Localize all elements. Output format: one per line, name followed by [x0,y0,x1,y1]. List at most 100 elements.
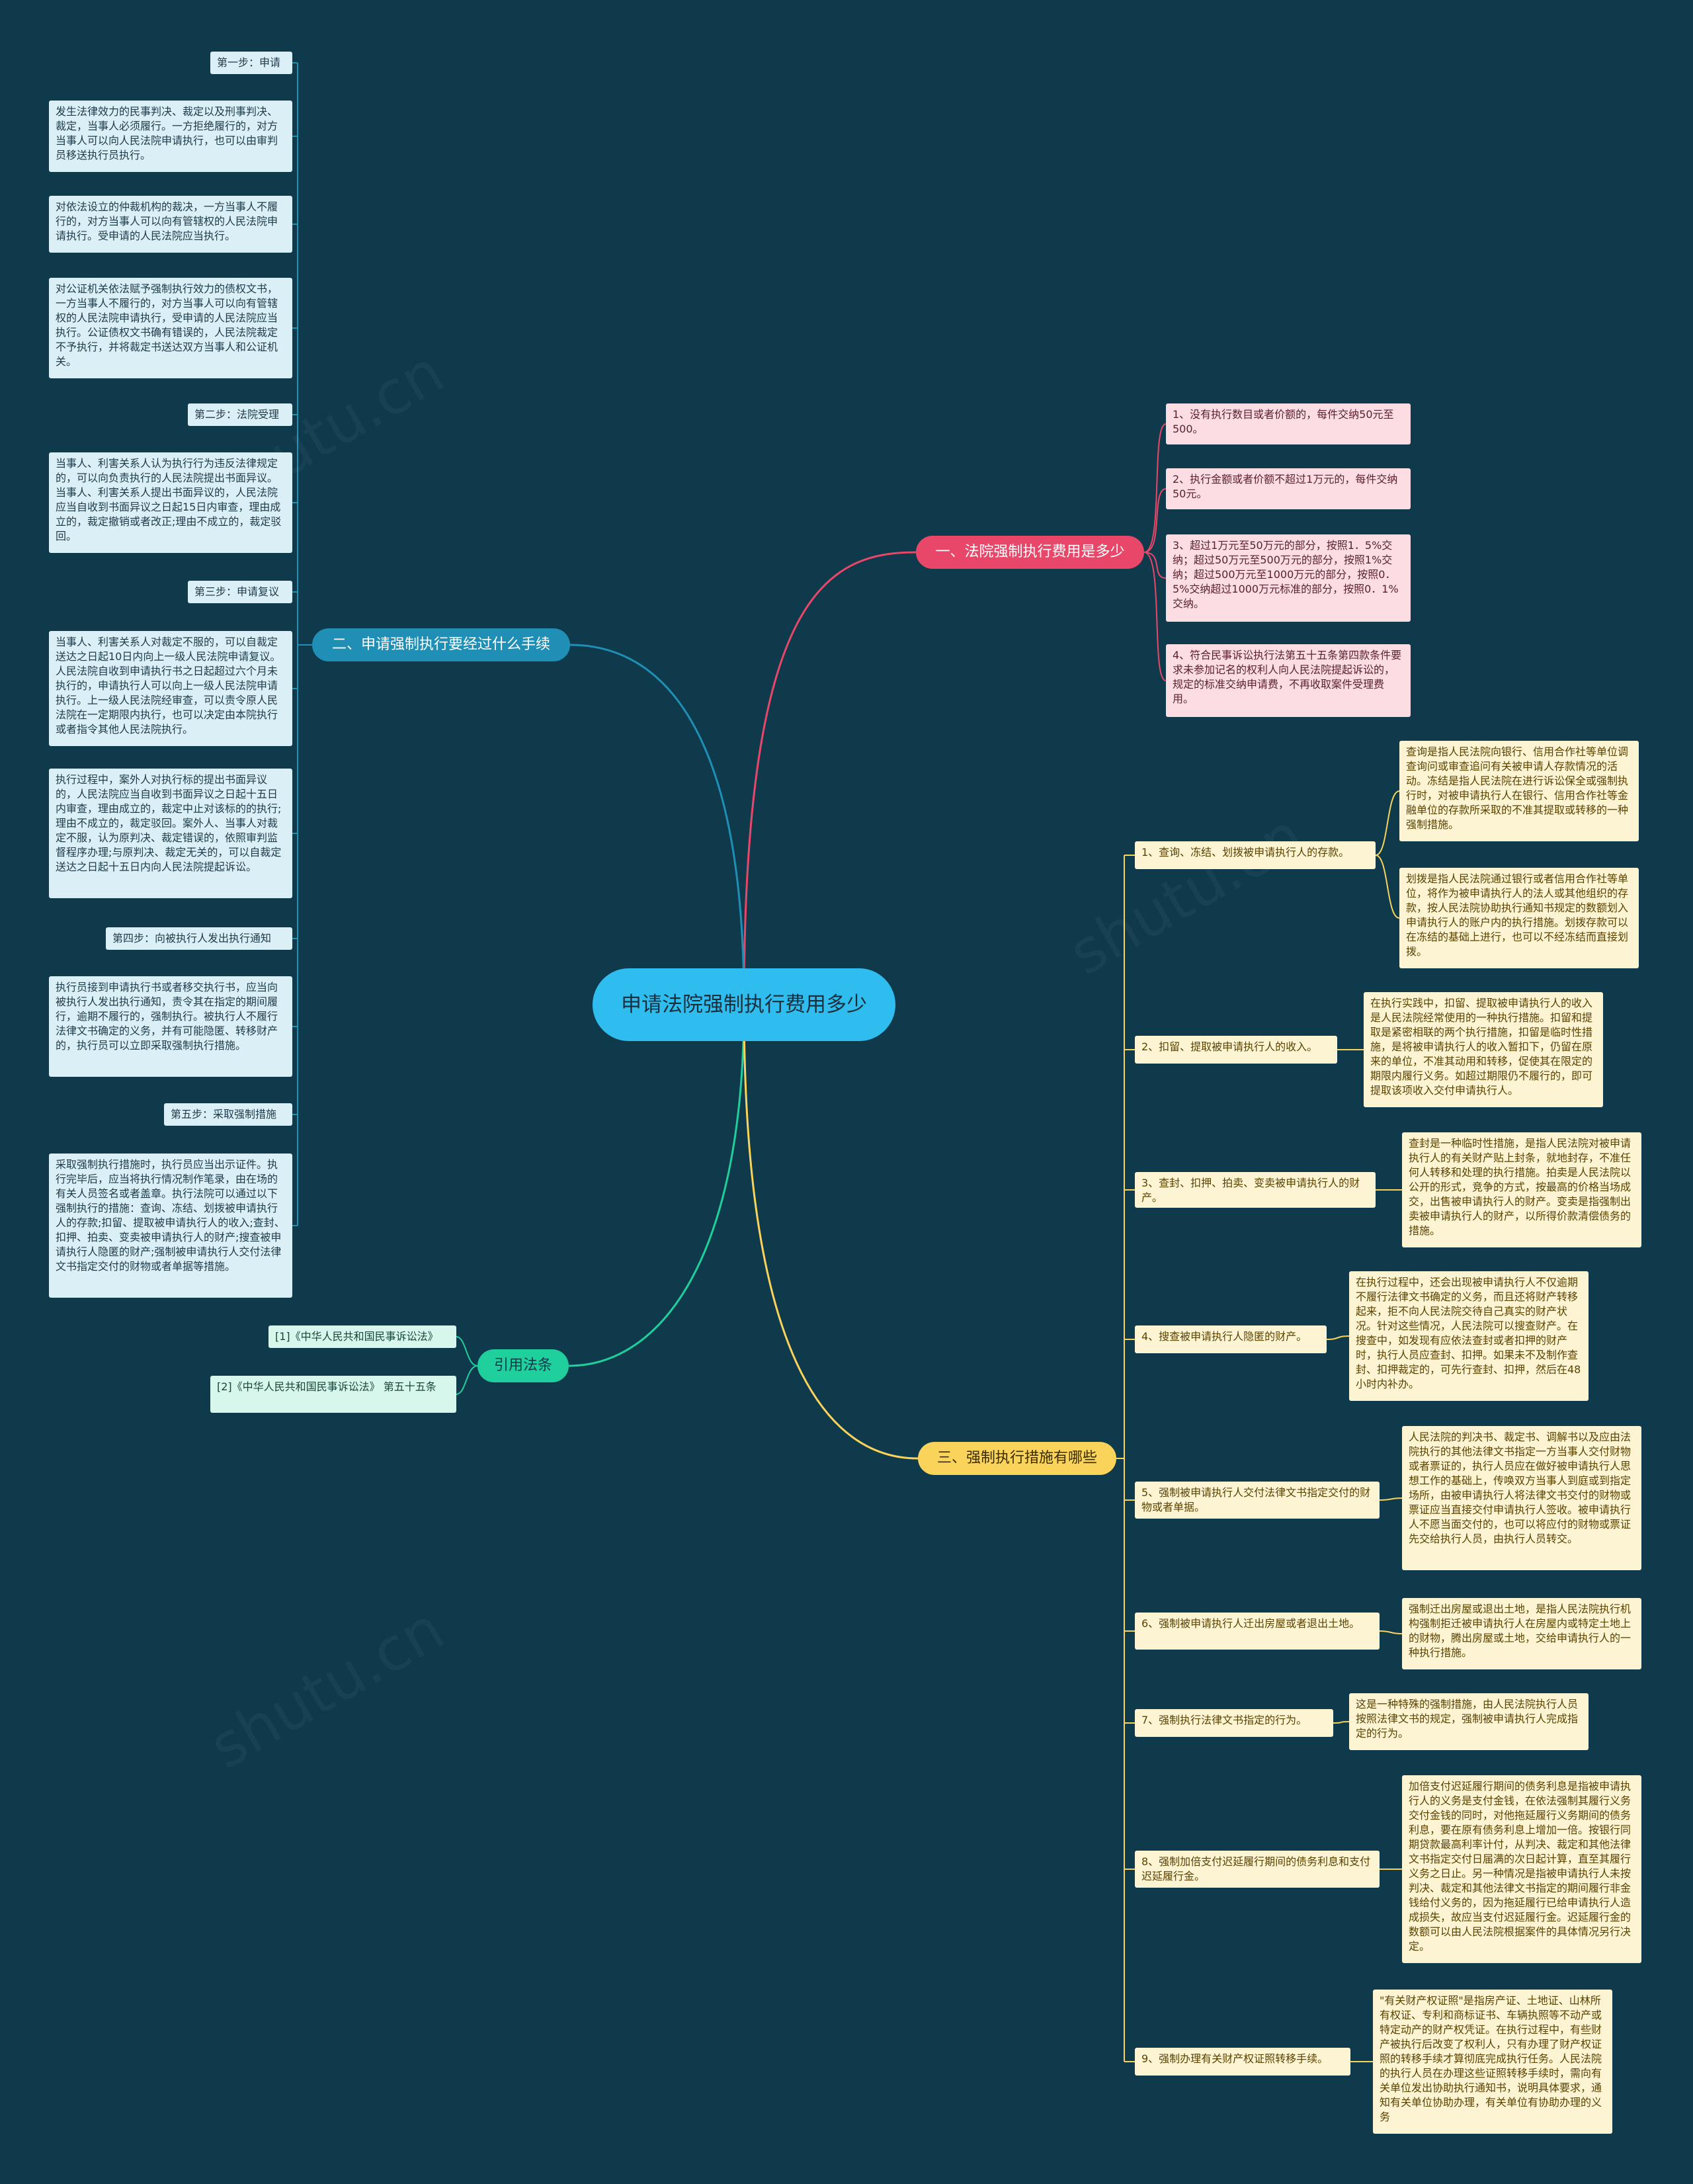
connector-line [1143,423,1167,553]
procedure-detail[interactable]: 对依法设立的仲裁机构的裁决，一方当事人不履行的，对方当事人可以向有管辖权的人民法… [49,196,292,253]
fee-item-text: 1、没有执行数目或者价额的，每件交纳50元至500。 [1173,408,1394,435]
connector-line [1379,1497,1403,1501]
procedure-detail[interactable]: 当事人、利害关系人对裁定不服的，可以自裁定送达之日起10日内向上一级人民法院申请… [49,631,292,746]
measure-label[interactable]: 8、强制加倍支付迟延履行期间的债务利息和支付迟延履行金。 [1135,1851,1380,1888]
measure-detail[interactable]: 这是一种特殊的强制措施，由人民法院执行人员按照法律文书的规定，强制被申请执行人完… [1349,1693,1589,1750]
measure-label-text: 1、查询、冻结、划拨被申请执行人的存款。 [1141,846,1350,859]
connector-line [1375,790,1400,856]
procedure-detail-text: 对公证机关依法赋予强制执行效力的债权文书，一方当事人不履行的，对方当事人可以向有… [56,282,278,368]
fee-item-text: 2、执行金额或者价额不超过1万元的，每件交纳50元。 [1173,473,1398,500]
connector-line [1375,855,1400,919]
central-topic[interactable]: 申请法院强制执行费用多少 [593,968,895,1041]
measure-label[interactable]: 7、强制执行法律文书指定的行为。 [1135,1709,1333,1737]
measure-label[interactable]: 1、查询、冻结、划拨被申请执行人的存款。 [1135,841,1376,869]
procedure-step-text: 第四步：向被执行人发出执行通知 [112,932,272,945]
connector-line [743,1004,919,1460]
fee-item[interactable]: 4、符合民事诉讼执行法第五十五条第四款条件要求未参加记名的权利人向人民法院提起诉… [1166,644,1411,717]
measure-detail-text: 查封是一种临时性措施，是指人民法院对被申请执行人的有关财产贴上封条，就地封存，不… [1409,1137,1631,1237]
procedure-step-label[interactable]: 第三步：申请复议 [188,581,292,603]
branch-measures-label: 三、强制执行措施有哪些 [936,1450,1097,1466]
connector-line [1143,488,1167,553]
measure-detail[interactable]: 加倍支付迟延履行期间的债务利息是指被申请执行人的义务是支付金钱，在依法强制其履行… [1402,1775,1641,1963]
connector-line [456,1365,478,1395]
branch-procedure-label: 二、申请强制执行要经过什么手续 [331,636,550,653]
connector-line [1143,552,1167,579]
connector-line [569,644,745,1005]
measure-label-text: 7、强制执行法律文书指定的行为。 [1141,1714,1307,1726]
branch-fees[interactable]: 一、法院强制执行费用是多少 [916,536,1144,569]
branch-laws-label: 引用法条 [493,1357,552,1374]
fee-item[interactable]: 2、执行金额或者价额不超过1万元的，每件交纳50元。 [1166,468,1411,509]
measure-detail[interactable]: 查询是指人民法院向银行、信用合作社等单位调查询问或审查追问有关被申请人存款情况的… [1399,741,1639,841]
connector-line [1143,552,1167,681]
measure-label[interactable]: 4、搜查被申请执行人隐匿的财产。 [1135,1325,1327,1353]
procedure-step-label[interactable]: 第五步：采取强制措施 [164,1103,292,1126]
connector-line [1326,1335,1350,1340]
procedure-detail-text: 执行员接到申请执行书或者移交执行书，应当向被执行人发出执行通知，责令其在指定的期… [56,981,278,1052]
procedure-detail[interactable]: 采取强制执行措施时，执行员应当出示证件。执行完毕后，应当将执行情况制作笔录，由在… [49,1154,292,1298]
procedure-step-text: 第三步：申请复议 [194,585,280,598]
measure-detail[interactable]: 在执行实践中，扣留、提取被申请执行人的收入是人民法院经常使用的一种执行措施。扣留… [1364,992,1603,1107]
branch-laws[interactable]: 引用法条 [477,1349,569,1382]
procedure-detail-text: 当事人、利害关系人对裁定不服的，可以自裁定送达之日起10日内向上一级人民法院申请… [56,636,281,735]
law-reference-text: [2]《中华人民共和国民事诉讼法》 第五十五条 [217,1380,436,1393]
law-reference[interactable]: [1]《中华人民共和国民事诉讼法》 [268,1325,456,1348]
procedure-detail-text: 当事人、利害关系人认为执行行为违反法律规定的，可以向负责执行的人民法院提出书面异… [56,457,282,542]
measure-detail-text: 在执行实践中，扣留、提取被申请执行人的收入是人民法院经常使用的一种执行措施。扣留… [1370,997,1593,1097]
procedure-detail[interactable]: 执行员接到申请执行书或者移交执行书，应当向被执行人发出执行通知，责令其在指定的期… [49,976,292,1077]
measure-label[interactable]: 9、强制办理有关财产权证照转移手续。 [1135,2048,1350,2076]
measure-detail-text: 人民法院的判决书、裁定书、调解书以及应由法院执行的其他法律文书指定一方当事人交付… [1409,1431,1631,1545]
measure-detail-text: 查询是指人民法院向银行、信用合作社等单位调查询问或审查追问有关被申请人存款情况的… [1406,745,1629,831]
connector-line [743,551,917,1005]
measure-detail[interactable]: 人民法院的判决书、裁定书、调解书以及应由法院执行的其他法律文书指定一方当事人交付… [1402,1426,1641,1570]
procedure-step-label[interactable]: 第一步：申请 [210,52,292,74]
measure-detail-text: 划拨是指人民法院通过银行或者信用合作社等单位，将作为被申请执行人的法人或其他组织… [1406,872,1629,958]
law-reference-text: [1]《中华人民共和国民事诉讼法》 [275,1330,438,1343]
measure-detail[interactable]: 查封是一种临时性措施，是指人民法院对被申请执行人的有关财产贴上封条，就地封存，不… [1402,1132,1641,1247]
procedure-detail[interactable]: 发生法律效力的民事判决、裁定以及刑事判决、裁定，当事人必须履行。一方拒绝履行的，… [49,101,292,172]
measure-label[interactable]: 6、强制被申请执行人迁出房屋或者退出土地。 [1135,1613,1380,1650]
measure-detail[interactable]: "有关财产权证照"是指房产证、土地证、山林所有权证、专利和商标证书、车辆执照等不… [1373,1990,1612,2134]
measure-detail-text: 强制迁出房屋或退出土地，是指人民法院执行机构强制拒迁被申请执行人在房屋内或特定土… [1409,1603,1631,1659]
fee-item-text: 3、超过1万元至50万元的部分，按照1．5%交纳；超过50万元至500万元的部分… [1173,539,1399,610]
branch-measures[interactable]: 三、强制执行措施有哪些 [918,1442,1116,1475]
measure-label[interactable]: 5、强制被申请执行人交付法律文书指定交付的财物或者单据。 [1135,1482,1380,1519]
measure-detail-text: 在执行过程中，还会出现被申请执行人不仅逾期不履行法律文书确定的义务，而且还将财产… [1356,1276,1581,1390]
procedure-detail-text: 执行过程中，案外人对执行标的提出书面异议的，人民法院应当自收到书面异议之日起十五… [56,773,282,873]
branch-procedure[interactable]: 二、申请强制执行要经过什么手续 [312,628,570,661]
measure-detail-text: "有关财产权证照"是指房产证、土地证、山林所有权证、专利和商标证书、车辆执照等不… [1380,1994,1602,2123]
procedure-detail[interactable]: 当事人、利害关系人认为执行行为违反法律规定的，可以向负责执行的人民法院提出书面异… [49,452,292,553]
fee-item-text: 4、符合民事诉讼执行法第五十五条第四款条件要求未参加记名的权利人向人民法院提起诉… [1173,649,1402,705]
measure-detail-text: 加倍支付迟延履行期间的债务利息是指被申请执行人的义务是支付金钱，在依法强制其履行… [1409,1780,1631,1953]
measure-detail[interactable]: 强制迁出房屋或退出土地，是指人民法院执行机构强制拒迁被申请执行人在房屋内或特定土… [1402,1598,1641,1669]
fee-item[interactable]: 3、超过1万元至50万元的部分，按照1．5%交纳；超过50万元至500万元的部分… [1166,534,1411,622]
procedure-detail[interactable]: 执行过程中，案外人对执行标的提出书面异议的，人民法院应当自收到书面异议之日起十五… [49,769,292,898]
measure-label-text: 8、强制加倍支付迟延履行期间的债务利息和支付迟延履行金。 [1141,1855,1371,1882]
measure-label-text: 3、查封、扣押、拍卖、变卖被申请执行人的财产。 [1141,1177,1360,1204]
procedure-step-label[interactable]: 第二步：法院受理 [188,403,292,426]
law-reference[interactable]: [2]《中华人民共和国民事诉讼法》 第五十五条 [210,1376,456,1413]
procedure-step-label[interactable]: 第四步：向被执行人发出执行通知 [106,927,292,950]
connector-line [1333,1721,1350,1724]
procedure-step-text: 第五步：采取强制措施 [171,1108,277,1120]
measure-detail[interactable]: 划拨是指人民法院通过银行或者信用合作社等单位，将作为被申请执行人的法人或其他组织… [1399,868,1639,968]
fee-item[interactable]: 1、没有执行数目或者价额的，每件交纳50元至500。 [1166,403,1411,444]
procedure-detail[interactable]: 对公证机关依法赋予强制执行效力的债权文书，一方当事人不履行的，对方当事人可以向有… [49,278,292,378]
connector-line [1379,1630,1403,1634]
procedure-step-text: 第一步：申请 [217,56,281,69]
measure-label-text: 5、强制被申请执行人交付法律文书指定交付的财物或者单据。 [1141,1486,1371,1513]
measure-label[interactable]: 2、扣留、提取被申请执行人的收入。 [1135,1036,1337,1064]
branch-fees-label: 一、法院强制执行费用是多少 [935,544,1125,560]
procedure-detail-text: 采取强制执行措施时，执行员应当出示证件。执行完毕后，应当将执行情况制作笔录，由在… [56,1158,285,1273]
measure-detail[interactable]: 在执行过程中，还会出现被申请执行人不仅逾期不履行法律文书确定的义务，而且还将财产… [1349,1271,1589,1401]
connector-line [568,1004,745,1367]
measure-label[interactable]: 3、查封、扣押、拍卖、变卖被申请执行人的财产。 [1135,1172,1376,1208]
procedure-detail-text: 对依法设立的仲裁机构的裁决，一方当事人不履行的，对方当事人可以向有管辖权的人民法… [56,200,278,242]
connector-line [456,1336,478,1366]
measure-label-text: 6、强制被申请执行人迁出房屋或者退出土地。 [1141,1617,1360,1630]
measure-detail-text: 这是一种特殊的强制措施，由人民法院执行人员按照法律文书的规定，强制被申请执行人完… [1356,1698,1579,1740]
procedure-detail-text: 发生法律效力的民事判决、裁定以及刑事判决、裁定，当事人必须履行。一方拒绝履行的，… [56,105,278,161]
central-topic-label: 申请法院强制执行费用多少 [621,993,867,1017]
